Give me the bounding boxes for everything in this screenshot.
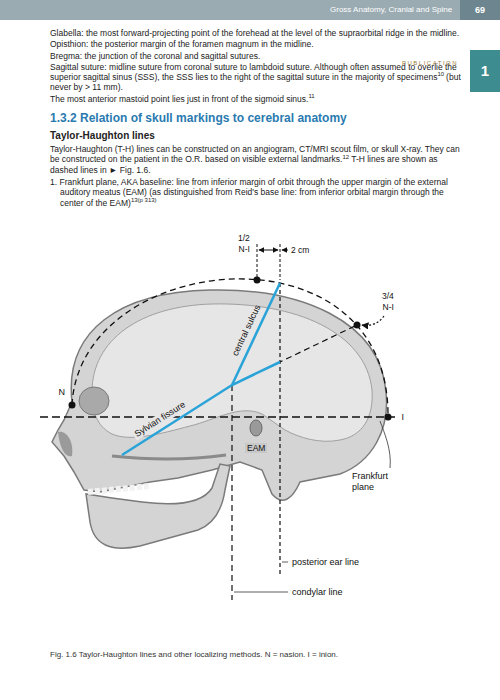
- section-heading: 1.3.2 Relation of skull markings to cere…: [50, 111, 462, 125]
- paragraph: The most anterior mastoid point lies jus…: [50, 94, 462, 104]
- body-text: 1. Frankfurt plane, AKA baseline: line f…: [50, 177, 448, 208]
- body-text: The most anterior mastoid point lies jus…: [50, 94, 308, 104]
- part-label: Sylvian fissure: [131, 398, 189, 440]
- localizing-lines: [40, 244, 395, 600]
- body-text: Bregma: the junction of the coronal and …: [50, 51, 260, 61]
- fraction-label: N-I: [383, 302, 394, 312]
- part-label: EAM: [245, 443, 267, 453]
- subheading: Taylor-Haughton lines: [50, 130, 462, 142]
- paragraph: Bregma: the junction of the coronal and …: [50, 51, 462, 61]
- line-label: Frankfurt plane: [352, 471, 404, 493]
- reference-number: 12: [342, 154, 349, 160]
- body-text: Glabella: the most forward-projecting po…: [50, 28, 459, 38]
- reference-number: 13(p 313): [131, 197, 157, 203]
- paragraph: Glabella: the most forward-projecting po…: [50, 28, 462, 38]
- reference-number: 11: [308, 93, 314, 99]
- running-head: Gross Anatomy, Cranial and Spine: [330, 5, 452, 15]
- paragraph: Taylor-Haughton (T-H) lines can be const…: [50, 144, 462, 175]
- part-label: central sulcus: [230, 303, 263, 357]
- header-band: [0, 0, 500, 20]
- skull-illustration: [52, 290, 387, 548]
- paragraph: Opisthion: the posterior margin of the f…: [50, 39, 462, 49]
- dimension-label: 2 cm: [291, 245, 309, 255]
- body-text: Taylor-Haughton lines: [50, 130, 155, 141]
- paragraph: Sagittal suture: midline suture from cor…: [50, 62, 462, 93]
- chapter-tab: 1: [470, 50, 500, 92]
- line-label: condylar line: [292, 587, 343, 598]
- paragraph: 1. Frankfurt plane, AKA baseline: line f…: [50, 177, 462, 208]
- page-number: 69: [475, 5, 485, 16]
- body-text: Opisthion: the posterior margin of the f…: [50, 39, 314, 49]
- point-label: N: [59, 387, 66, 398]
- tab-number: 1: [481, 62, 489, 80]
- body-text: Sagittal suture: midline suture from cor…: [50, 62, 457, 82]
- watermark: PUBLICATION: [402, 60, 458, 67]
- text-column: Glabella: the most forward-projecting po…: [50, 28, 462, 209]
- fraction-label: N-I: [239, 244, 250, 254]
- line-label: posterior ear line: [292, 557, 359, 568]
- reference-number: 10: [437, 71, 444, 77]
- page-number-band: [460, 0, 500, 20]
- fraction-label: 3/4: [382, 291, 394, 301]
- figure-caption: Fig. 1.6 Taylor-Haughton lines and other…: [50, 650, 462, 660]
- point-label: I: [402, 412, 405, 423]
- fraction-label: 1/2: [238, 233, 250, 243]
